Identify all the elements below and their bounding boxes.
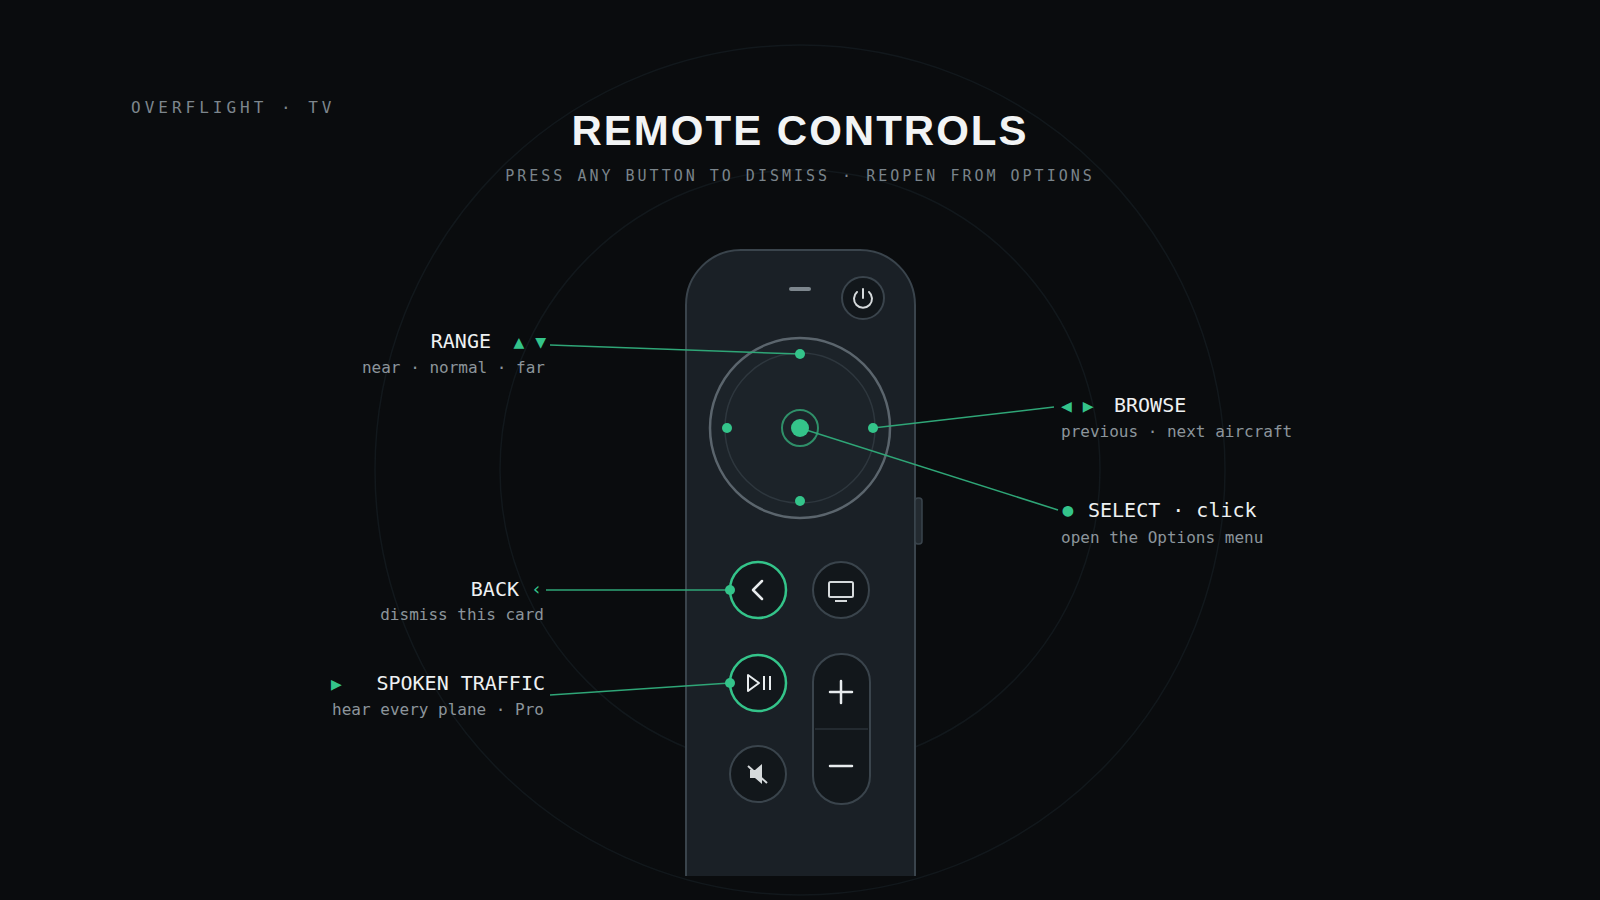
dpad-ring — [710, 338, 890, 518]
leader-line — [550, 345, 800, 354]
back-button — [730, 562, 786, 618]
range-dot — [795, 349, 805, 359]
arrow-symbol: ▶ — [331, 674, 342, 695]
remote-body — [686, 250, 915, 876]
arrow-symbol: ‹ — [531, 579, 542, 600]
subtitle: PRESS ANY BUTTON TO DISMISS · REOPEN FRO… — [505, 168, 1095, 185]
range-dot — [795, 496, 805, 506]
callout-heading: BACK — [471, 578, 519, 601]
back-icon — [753, 581, 762, 599]
dot-symbol: ● — [1063, 500, 1074, 521]
play-dot — [725, 678, 735, 688]
callout-heading: SPOKEN TRAFFIC — [376, 672, 545, 695]
side-button — [915, 498, 922, 544]
tv-button — [813, 562, 869, 618]
leader-line — [873, 407, 1054, 428]
page-title: REMOTE CONTROLS — [572, 107, 1029, 155]
play-pause-button — [730, 655, 786, 711]
volume-down-icon — [830, 765, 852, 768]
volume-rocker — [813, 654, 870, 804]
select-dot — [791, 419, 809, 437]
backdrop-ring — [375, 45, 1225, 895]
callout-description: hear every plane · Pro — [332, 701, 544, 719]
brand-label: OVERFLIGHT · TV — [131, 99, 336, 117]
tv-icon-stand — [835, 600, 847, 602]
indicator-light — [789, 287, 811, 291]
volume-divider — [815, 728, 868, 730]
power-button — [842, 277, 884, 319]
callout-description: near · normal · far — [362, 359, 545, 377]
volume-up-icon — [830, 681, 852, 703]
leader-line — [546, 589, 730, 591]
callout-description: open the Options menu — [1061, 529, 1263, 547]
leader-line — [550, 683, 730, 695]
power-icon — [854, 289, 872, 308]
callout-description: dismiss this card — [380, 606, 544, 624]
callout-heading: SELECT · click — [1088, 499, 1257, 522]
arrow-symbol: ◀ ▶ — [1061, 396, 1094, 417]
pause-icon — [764, 676, 770, 690]
play-icon — [748, 675, 759, 691]
leader-line — [800, 428, 1058, 510]
select-ring — [782, 410, 818, 446]
back-dot — [725, 585, 735, 595]
arrow-symbol: ▲ ▼ — [513, 332, 546, 353]
mute-button — [730, 746, 786, 802]
tv-icon — [829, 582, 853, 597]
callout-description: previous · next aircraft — [1061, 423, 1292, 441]
browse-dot — [722, 423, 732, 433]
leader-lines — [546, 345, 1058, 695]
dpad-inner-ring — [725, 353, 875, 503]
mute-slash — [748, 766, 767, 783]
callout-heading: RANGE — [431, 330, 491, 353]
dpad-dots — [722, 349, 878, 506]
backdrop-rings — [375, 45, 1225, 895]
browse-dot — [868, 423, 878, 433]
callout-heading: BROWSE — [1114, 394, 1186, 417]
